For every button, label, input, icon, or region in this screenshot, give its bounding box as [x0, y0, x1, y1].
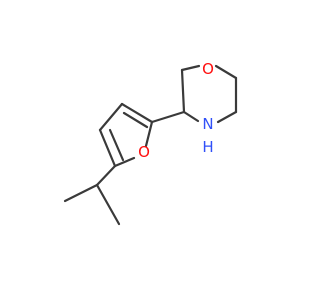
bond-isopropyl-furan: [95, 164, 117, 187]
bond-furan-morpholine: [150, 110, 186, 124]
bond-morph-c2-o: [180, 64, 201, 72]
furan-oxygen-label: O: [138, 143, 150, 161]
morpholine-hydrogen-label: H: [202, 138, 213, 156]
bond-morph-o-c6: [214, 64, 238, 80]
bond-methyl-left: [63, 183, 99, 203]
bond-furan-c5-c4-inner: [108, 128, 125, 162]
bond-morph-c5-n: [216, 110, 238, 124]
bond-methyl-right: [95, 183, 121, 226]
bond-morph-c3-c2: [180, 68, 186, 114]
bond-furan-c3-c2: [120, 102, 154, 124]
bond-morph-n-c3: [182, 110, 200, 123]
molecule-diagram: O O N H: [63, 60, 238, 226]
bond-furan-o-c5: [113, 156, 136, 168]
bond-furan-c3-c2-inner: [122, 111, 149, 129]
morpholine-oxygen-label: O: [202, 60, 214, 78]
bond-furan-c4-c3: [98, 102, 124, 132]
morpholine-nitrogen-label: N: [202, 115, 213, 133]
bond-furan-c5-c4: [98, 128, 117, 168]
bond-furan-c2-o: [144, 120, 154, 148]
